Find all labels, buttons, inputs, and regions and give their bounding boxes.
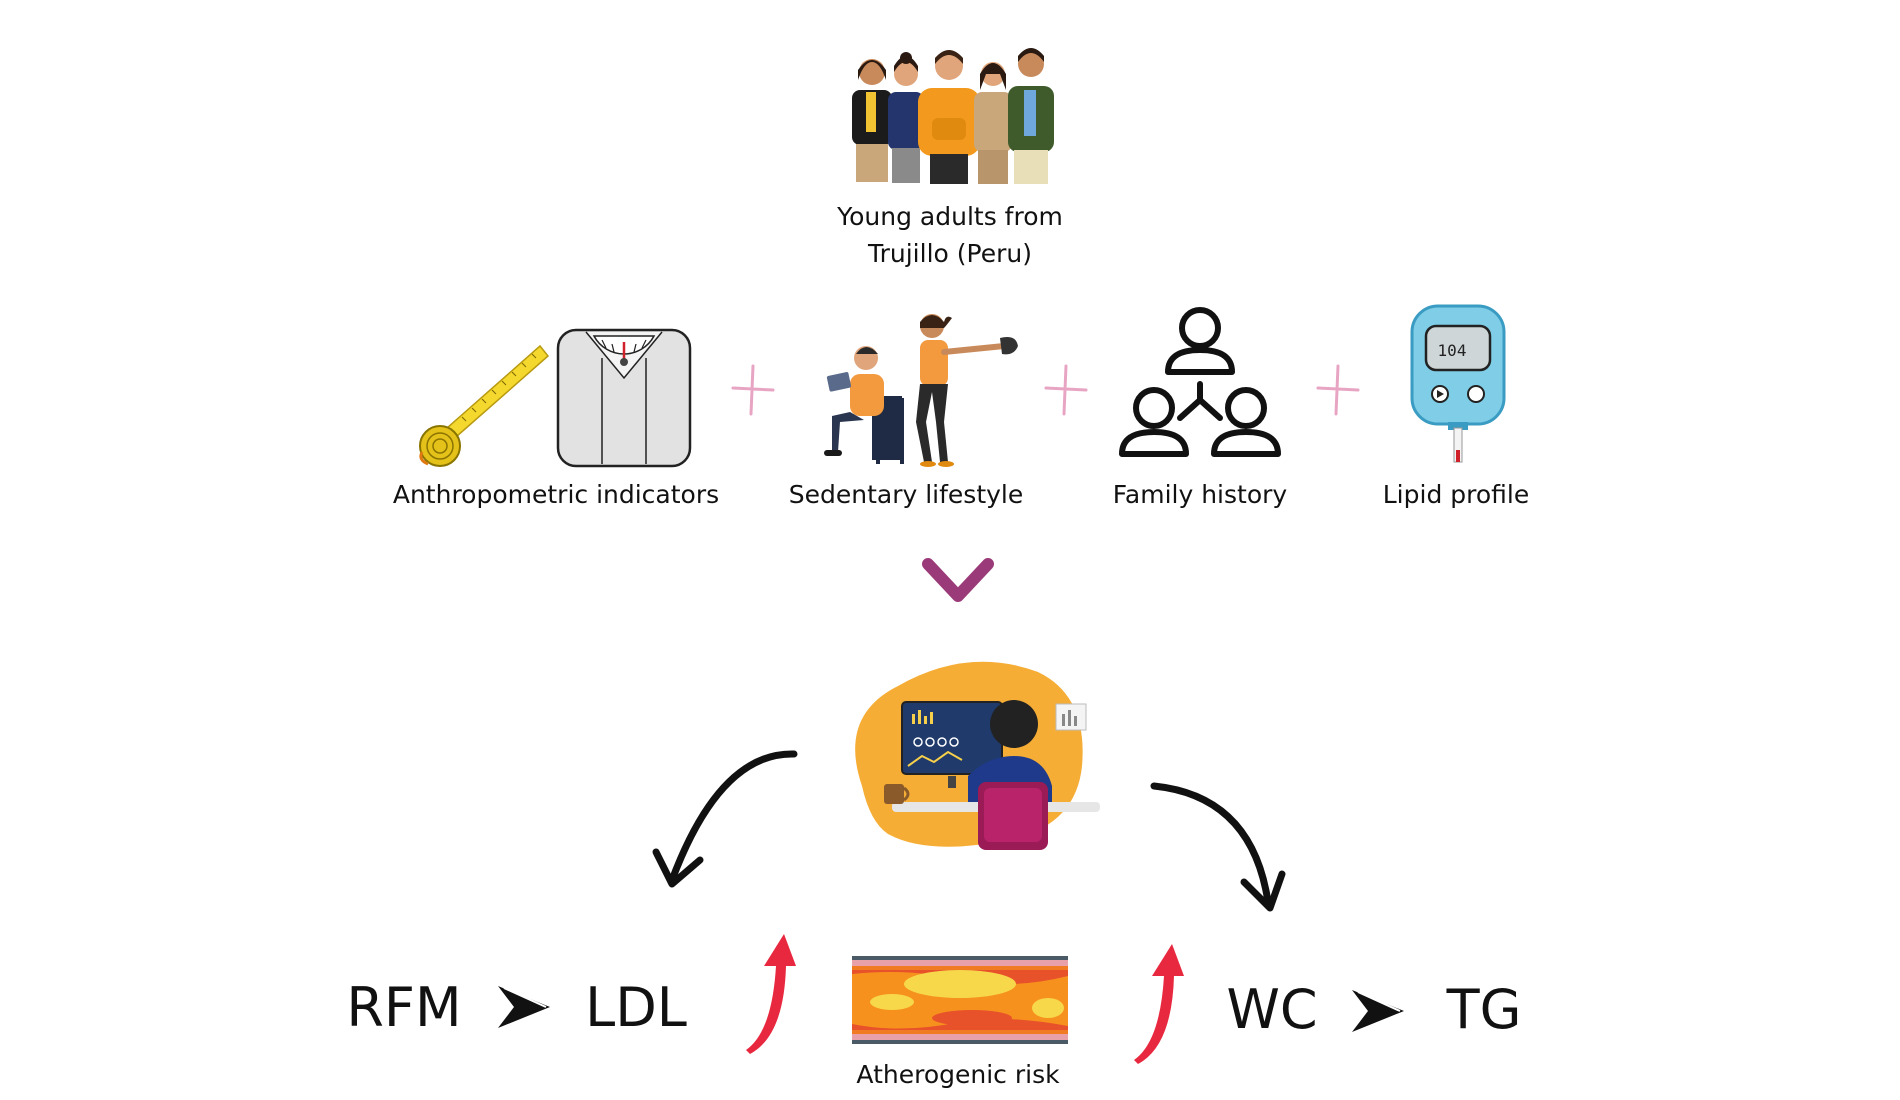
population-label-line2: Trujillo (Peru) bbox=[868, 239, 1032, 268]
factor-label-anthropometric: Anthropometric indicators bbox=[392, 480, 720, 509]
chevron-down-icon bbox=[922, 558, 994, 602]
data-analyst-icon bbox=[855, 661, 1100, 850]
relation-left-to: LDL bbox=[585, 976, 687, 1039]
sedentary-lifestyle-icon bbox=[824, 314, 1018, 467]
arrowhead-right-icon bbox=[1352, 990, 1404, 1032]
artery-plaque-icon bbox=[852, 956, 1068, 1044]
weighing-scale-icon bbox=[556, 328, 692, 468]
plus-icon bbox=[1044, 364, 1088, 416]
meter-reading: 104 bbox=[1438, 341, 1467, 360]
factor-label-lipid-profile: Lipid profile bbox=[1382, 480, 1530, 509]
factor-label-family-history: Family history bbox=[1112, 480, 1288, 509]
population-label: Young adults from Trujillo (Peru) bbox=[837, 198, 1063, 272]
population-label-line1: Young adults from bbox=[837, 202, 1063, 231]
glucometer-icon: 104 bbox=[1410, 304, 1506, 463]
red-up-arrow-icon bbox=[746, 934, 796, 1054]
young-adults-group-icon bbox=[852, 48, 1054, 184]
relation-right-from: WC bbox=[1226, 978, 1318, 1041]
plus-icon bbox=[731, 364, 775, 416]
family-tree-icon bbox=[1119, 307, 1281, 457]
measuring-tape-icon bbox=[419, 344, 550, 467]
plus-icon bbox=[1316, 364, 1360, 416]
arrowhead-right-icon bbox=[498, 986, 550, 1028]
curved-arrow-right-icon bbox=[1150, 782, 1286, 912]
factor-label-sedentary: Sedentary lifestyle bbox=[788, 480, 1024, 509]
red-up-arrow-icon bbox=[1134, 944, 1184, 1064]
curved-arrow-left-icon bbox=[652, 750, 798, 888]
atherogenic-risk-label: Atherogenic risk bbox=[856, 1060, 1060, 1089]
relation-right-to: TG bbox=[1446, 978, 1522, 1041]
relation-left-from: RFM bbox=[346, 976, 462, 1039]
